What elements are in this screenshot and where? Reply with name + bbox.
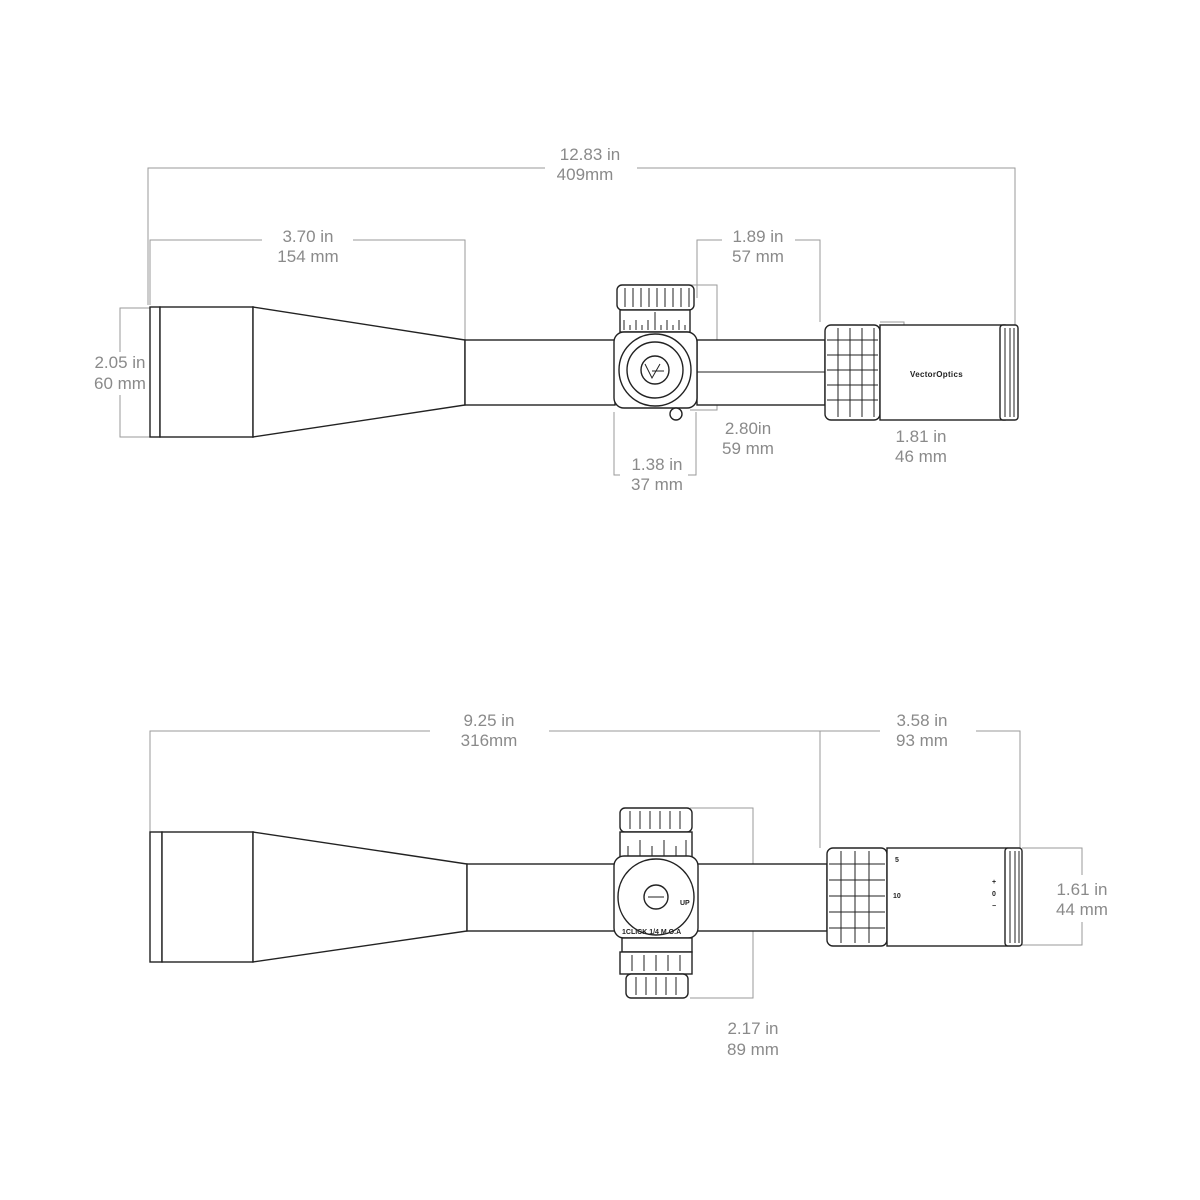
overall-length-mm: 409mm bbox=[557, 165, 614, 184]
elevation-turret-icon: UP 1CLICK 1/4 M.O.A bbox=[613, 807, 699, 999]
brand-logo-text: VectorOptics bbox=[910, 370, 963, 379]
eye-relief-section-mm: 93 mm bbox=[896, 731, 948, 750]
eyepiece-length-mm: 57 mm bbox=[732, 247, 784, 266]
diopter-mark-zero: 0 bbox=[992, 891, 996, 898]
side-dimension-lines bbox=[149, 730, 1083, 999]
top-turret-scale bbox=[623, 312, 686, 330]
diopter-ring-icon bbox=[1004, 847, 1023, 947]
turret-total-height-in: 2.17 in bbox=[727, 1019, 778, 1038]
top-magnification-ring bbox=[824, 324, 881, 421]
objective-bell-length-in: 3.70 in bbox=[282, 227, 333, 246]
eye-relief-section-in: 3.58 in bbox=[896, 711, 947, 730]
overall-length-in: 12.83 in bbox=[560, 145, 621, 164]
diopter-mark-minus: − bbox=[992, 903, 996, 910]
top-main-tube bbox=[464, 339, 826, 406]
turret-direction-label: UP bbox=[680, 900, 690, 907]
objective-diameter-mm: 60 mm bbox=[94, 374, 146, 393]
objective-to-eyepiece-length-in: 9.25 in bbox=[463, 711, 514, 730]
turret-click-value-label: 1CLICK 1/4 M.O.A bbox=[622, 929, 681, 936]
objective-diameter-in: 2.05 in bbox=[94, 353, 145, 372]
side-main-tube bbox=[466, 863, 828, 932]
top-view: VectorOptics 12.83 in 409mm 3.70 in 154 … bbox=[94, 145, 1019, 494]
mag-mark-10: 10 bbox=[893, 893, 901, 900]
ocular-diameter-mm: 44 mm bbox=[1056, 900, 1108, 919]
diopter-mark-plus: + bbox=[992, 879, 996, 886]
vector-optics-logo-icon bbox=[640, 355, 670, 385]
side-view-labels: 9.25 in 316mm 3.58 in 93 mm 1.61 in 44 m… bbox=[461, 711, 1108, 1059]
side-eyepiece: 5 10 + 0 − bbox=[886, 847, 1008, 947]
side-view: UP 1CLICK 1/4 M.O.A bbox=[149, 711, 1108, 1059]
ocular-diameter-in: 1.61 in bbox=[1056, 880, 1107, 899]
objective-to-eyepiece-length-mm: 316mm bbox=[461, 731, 518, 750]
turret-total-height-mm: 89 mm bbox=[727, 1040, 779, 1059]
mag-mark-5: 5 bbox=[895, 857, 899, 864]
eyepiece-diameter-in: 1.81 in bbox=[895, 427, 946, 446]
eyepiece-diameter-mm: 46 mm bbox=[895, 447, 947, 466]
top-turret bbox=[613, 284, 698, 421]
magnification-ring-icon bbox=[826, 847, 888, 947]
top-turret-knurl bbox=[624, 288, 690, 307]
turret-height-in: 2.80in bbox=[725, 419, 771, 438]
eyepiece-length-in: 1.89 in bbox=[732, 227, 783, 246]
top-eyepiece: VectorOptics bbox=[879, 324, 1019, 421]
top-objective-bell bbox=[149, 306, 466, 438]
top-view-labels: 12.83 in 409mm 3.70 in 154 mm 1.89 in 57… bbox=[94, 145, 947, 494]
turret-width-mm: 37 mm bbox=[631, 475, 683, 494]
top-dimension-lines bbox=[119, 167, 1016, 476]
turret-height-mm: 59 mm bbox=[722, 439, 774, 458]
turret-width-in: 1.38 in bbox=[631, 455, 682, 474]
side-objective-bell bbox=[149, 831, 468, 963]
objective-bell-length-mm: 154 mm bbox=[277, 247, 338, 266]
